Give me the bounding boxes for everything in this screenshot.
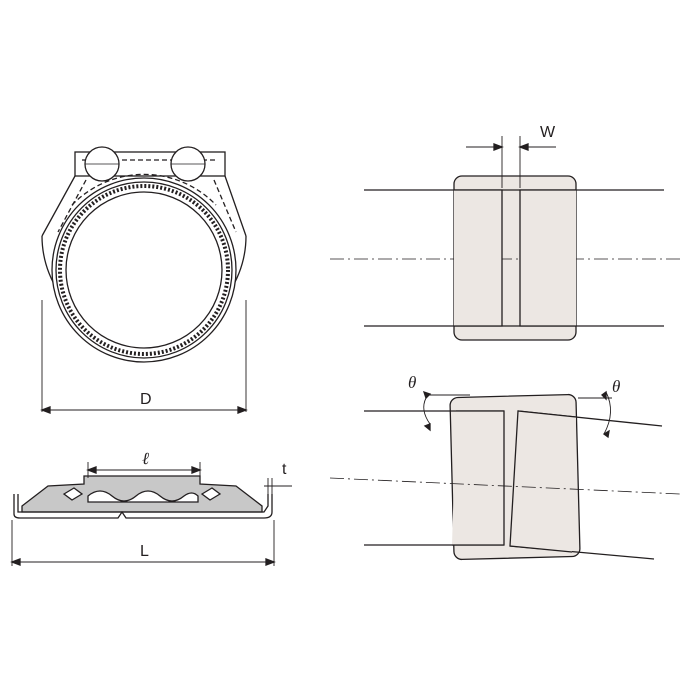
housing-arm-left: [41, 175, 76, 237]
angled-pipes-view: [329, 390, 681, 561]
pipe-end-right: [519, 189, 576, 327]
housing-arm-right: [224, 175, 247, 237]
pipe-end-right-angled: [509, 410, 577, 553]
clamp-front-view: [40, 146, 248, 414]
angle-label-right: θ: [612, 377, 620, 396]
gap-label: W: [540, 124, 556, 141]
gasket-width-label: ℓ: [142, 449, 149, 468]
aligned-pipes-view: [330, 136, 680, 341]
length-label: L: [140, 543, 149, 560]
pipe-end-left: [454, 189, 503, 327]
clamp-cross-section: [10, 462, 292, 566]
centerline-angled: [329, 477, 681, 495]
gasket-teeth-ring: [58, 184, 230, 356]
diameter-label: D: [140, 391, 152, 408]
pipe-end-left-angled: [452, 410, 505, 546]
bolt-assembly: [74, 146, 226, 182]
pipe-bore: [65, 191, 223, 349]
angle-label-left: θ: [408, 373, 416, 392]
thickness-label: t: [282, 461, 287, 478]
